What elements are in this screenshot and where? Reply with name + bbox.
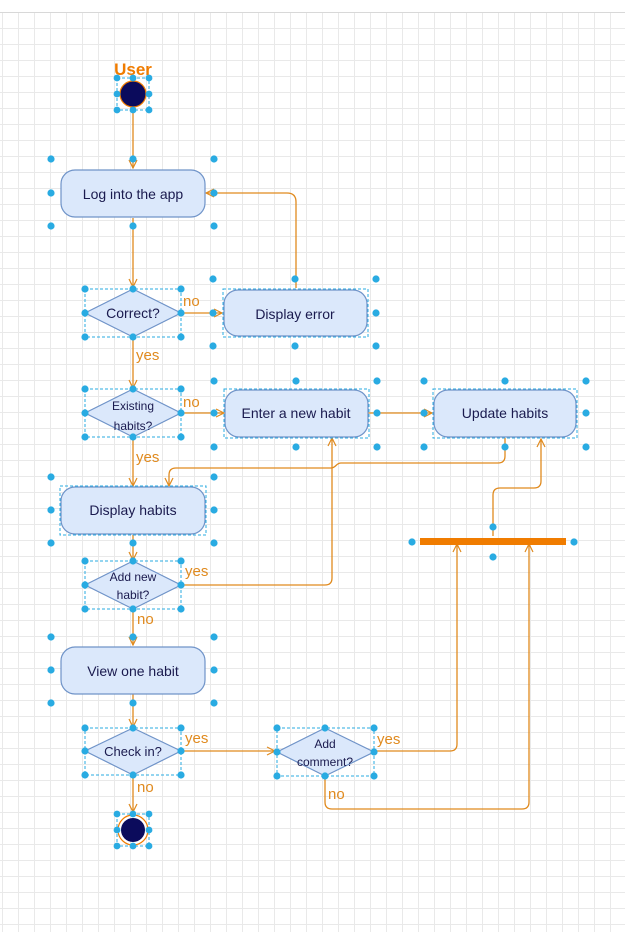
node-display-error[interactable]: Display error bbox=[209, 275, 380, 350]
top-ruler bbox=[0, 0, 625, 13]
node-login-label: Log into the app bbox=[83, 186, 184, 202]
edge-labels: no yes no yes yes no yes no yes no bbox=[136, 293, 400, 803]
decision-add-comment-label-line2: comment? bbox=[297, 755, 353, 769]
node-update-habits-label: Update habits bbox=[462, 405, 548, 421]
decision-existing-habits[interactable]: Existing habits? bbox=[81, 385, 185, 441]
decision-correct[interactable]: Correct? bbox=[81, 285, 185, 341]
decision-existing-label-line1: Existing bbox=[112, 399, 154, 413]
label-existing-yes: yes bbox=[136, 449, 159, 466]
node-enter-habit[interactable]: Enter a new habit bbox=[210, 377, 381, 451]
label-comment-no: no bbox=[328, 786, 345, 803]
fork-join-bar[interactable] bbox=[408, 523, 578, 561]
label-existing-no: no bbox=[183, 394, 200, 411]
edge-fork-update[interactable] bbox=[492, 439, 541, 536]
decision-existing-label-line2: habits? bbox=[114, 419, 153, 433]
label-correct-yes: yes bbox=[136, 347, 159, 364]
label-check-in-yes: yes bbox=[185, 730, 208, 747]
decision-add-new-habit[interactable]: Add new habit? bbox=[81, 557, 185, 613]
label-add-new-no: no bbox=[137, 611, 154, 628]
decision-add-new-label-line1: Add new bbox=[110, 570, 157, 584]
label-add-new-yes: yes bbox=[185, 563, 208, 580]
decision-check-in-label: Check in? bbox=[104, 744, 162, 759]
decision-add-new-label-line2: habit? bbox=[117, 588, 150, 602]
actor-label: User bbox=[114, 60, 152, 79]
node-display-habits-label: Display habits bbox=[89, 502, 176, 518]
node-view-one-habit-label: View one habit bbox=[87, 663, 179, 679]
edge-error-login[interactable] bbox=[206, 193, 297, 288]
label-correct-no: no bbox=[183, 293, 200, 310]
label-comment-yes: yes bbox=[377, 731, 400, 748]
node-display-error-label: Display error bbox=[255, 306, 335, 322]
label-check-in-no: no bbox=[137, 779, 154, 796]
node-login[interactable]: Log into the app bbox=[47, 155, 218, 230]
decision-correct-label: Correct? bbox=[106, 305, 160, 321]
edge-addnew-enter[interactable] bbox=[181, 438, 332, 586]
edge-comment-no-fork[interactable] bbox=[324, 544, 529, 810]
edge-update-display[interactable] bbox=[169, 438, 506, 486]
node-enter-habit-label: Enter a new habit bbox=[242, 405, 351, 421]
decision-add-comment[interactable]: Add comment? bbox=[273, 724, 378, 780]
edge-comment-fork[interactable] bbox=[374, 544, 457, 752]
node-view-one-habit[interactable]: View one habit bbox=[47, 633, 218, 707]
decision-add-comment-label-line1: Add bbox=[314, 737, 335, 751]
start-node[interactable] bbox=[113, 74, 153, 114]
node-update-habits[interactable]: Update habits bbox=[420, 377, 590, 451]
node-display-habits[interactable]: Display habits bbox=[47, 473, 218, 547]
end-node[interactable] bbox=[113, 810, 153, 850]
decision-check-in[interactable]: Check in? bbox=[81, 724, 185, 779]
